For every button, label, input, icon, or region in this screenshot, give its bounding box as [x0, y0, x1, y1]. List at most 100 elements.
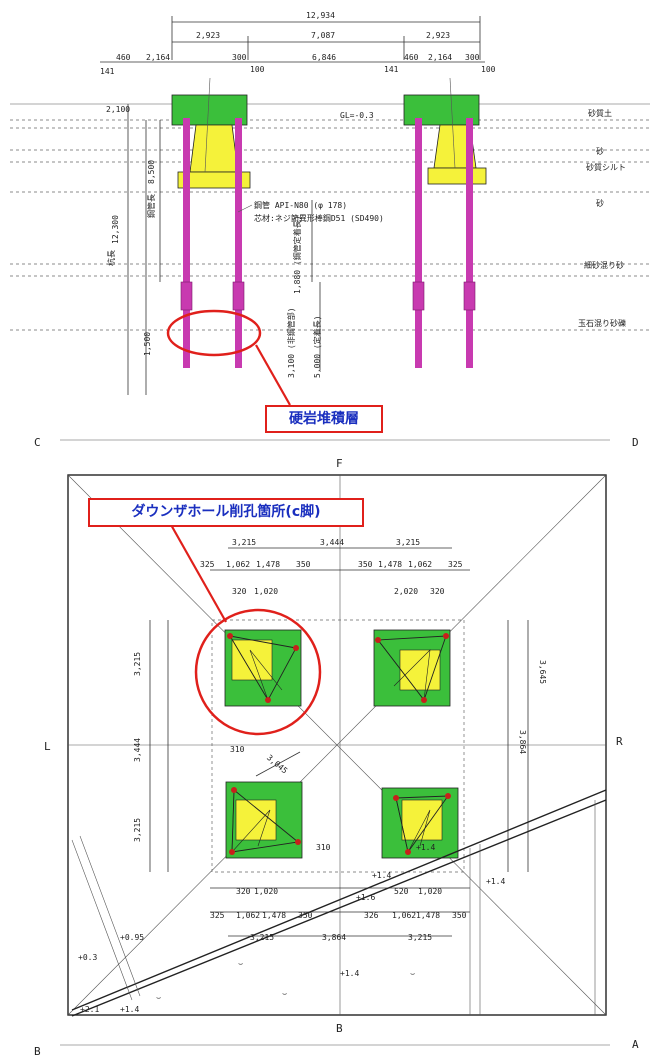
- callout-hard-rock-layer: 硬岩堆積層: [265, 405, 383, 433]
- label-pipe-length: 鋼管長: [146, 194, 156, 218]
- down-hole-leader: [169, 522, 227, 623]
- dim-100-right: 100: [481, 65, 496, 74]
- bottom-dim-2: 3,864: [322, 933, 346, 942]
- pile-segment-right-a: [412, 281, 425, 311]
- footing-plan-a: [381, 787, 459, 859]
- label-pile-length: 杭長: [106, 250, 116, 266]
- pile-segment-right-b: [463, 281, 476, 311]
- bottom-subdim-l-4: 350: [298, 911, 313, 920]
- hard-rock-highlight-ellipse: [166, 309, 262, 357]
- footing-plan-b: [225, 781, 303, 859]
- note-elev-6: +0.3: [78, 953, 97, 962]
- bottom-subdim-r-2: 1,062: [392, 911, 416, 920]
- plan-small-dim-2: 1,020: [254, 587, 278, 596]
- note-310-b: 310: [316, 843, 331, 852]
- corner-label-c: C: [34, 436, 41, 449]
- note-elev-9: +1.4: [416, 843, 435, 852]
- pile-segment-left-b: [232, 281, 245, 311]
- note-elev-8: +1.4: [120, 1005, 139, 1014]
- pedestal-base-right: [427, 167, 487, 185]
- diag-dim: 3,045: [265, 753, 289, 775]
- side-dim-5: 3,864: [518, 730, 527, 754]
- pile-left-a: [183, 118, 190, 368]
- corner-label-d: D: [632, 436, 639, 449]
- bottom-small-dim-1: 320: [236, 887, 251, 896]
- stratum-sandy-soil: 砂質土: [588, 108, 612, 118]
- side-dim-2: 3,444: [133, 738, 142, 762]
- axis-label-f: F: [336, 457, 343, 470]
- elevation-view: 12,934 2,923 7,087 2,923 141 460 2,164 3…: [10, 11, 650, 406]
- dim-6846: 6,846: [312, 53, 336, 62]
- note-elev-2: +1.6: [356, 893, 375, 902]
- bottom-subdim-l-3: 1,478: [262, 911, 286, 920]
- dim-right-span: 2,923: [426, 31, 450, 40]
- footing-plan-c: [224, 629, 302, 707]
- bottom-dim-3: 3,215: [408, 933, 432, 942]
- pedestal-left: [189, 124, 239, 173]
- plan-dim-top-2: 3,444: [320, 538, 344, 547]
- plan-dim-top-1: 3,215: [232, 538, 256, 547]
- dim-460-right: 460: [404, 53, 419, 62]
- dim-left-span: 2,923: [196, 31, 220, 40]
- callout-down-hole-location: ダウンザホール削孔箇所(c脚): [88, 498, 364, 527]
- dim-141-left: 141: [100, 67, 115, 76]
- dim-12300: 12,300: [111, 215, 120, 244]
- dim-non-pipe: 3,100 (非鋼管部): [286, 307, 296, 378]
- inner-dashed-square: [211, 619, 465, 873]
- axis-label-b-bottom: B: [336, 1022, 343, 1035]
- note-310-a: 310: [230, 745, 245, 754]
- note-elev-1: +1.4: [372, 871, 391, 880]
- bottom-subdim-l-2: 1,062: [236, 911, 260, 920]
- plan-subdim-r-4: 325: [448, 560, 463, 569]
- side-dim-4: 3,645: [538, 660, 547, 684]
- bottom-small-dim-4: 1,020: [418, 887, 442, 896]
- plan-subdim-r-3: 1,062: [408, 560, 432, 569]
- dim-overall: 12,934: [306, 11, 335, 20]
- pedestal-base-left: [177, 171, 251, 189]
- mark-symbol-1: ⌣: [238, 959, 243, 968]
- mark-symbol-3: ⌣: [156, 993, 161, 1002]
- bottom-subdim-r-4: 350: [452, 911, 467, 920]
- note-elev-5: +0.95: [120, 933, 144, 942]
- plan-small-dim-1: 320: [232, 587, 247, 596]
- dim-1500: 1,500: [143, 332, 152, 356]
- dim-100-left: 100: [250, 65, 265, 74]
- plan-subdim-l-4: 350: [296, 560, 311, 569]
- side-dim-3: 3,215: [133, 818, 142, 842]
- gl-label: GL=-0.3: [340, 111, 374, 120]
- note-elev-3: +1.4: [486, 877, 505, 886]
- pile-right-a: [415, 118, 422, 368]
- side-dim-1: 3,215: [133, 652, 142, 676]
- dim-141-right: 141: [384, 65, 399, 74]
- dim-center-span: 7,087: [311, 31, 335, 40]
- stratum-boulder-gravel: 玉石混り砂礫: [578, 318, 626, 328]
- corner-label-a: A: [632, 1038, 639, 1051]
- dim-8500: 8,500: [147, 160, 156, 184]
- dim-2164-left: 2,164: [146, 53, 170, 62]
- plan-small-dim-4: 320: [430, 587, 445, 596]
- bottom-dim-1: 3,215: [250, 933, 274, 942]
- stratum-fine-gravel-sand: 細砂混り砂: [584, 260, 624, 270]
- mark-symbol-2: ⌣: [282, 989, 287, 998]
- dim-anchor-length: 5,000 (定着長): [312, 315, 322, 378]
- plan-subdim-l-1: 325: [200, 560, 215, 569]
- plan-subdim-l-2: 1,062: [226, 560, 250, 569]
- pile-left-b: [235, 118, 242, 368]
- plan-subdim-r-1: 350: [358, 560, 373, 569]
- material-steel-pipe: 鋼管 API-N80 (φ 178): [254, 200, 347, 210]
- mark-symbol-4: ⌣: [410, 969, 415, 978]
- stratum-sand-2: 砂: [596, 198, 604, 208]
- hard-rock-leader: [255, 344, 291, 406]
- dim-300-left: 300: [232, 53, 247, 62]
- note-elev-4: +1.4: [340, 969, 359, 978]
- bottom-subdim-r-3: 1,478: [416, 911, 440, 920]
- bottom-subdim-r-1: 326: [364, 911, 379, 920]
- pile-segment-left-a: [180, 281, 193, 311]
- plan-dim-top-3: 3,215: [396, 538, 420, 547]
- dim-pile-anchor: 1,880 (鋼管定着長): [292, 215, 302, 294]
- plan-view: C D F B A B L R 3,215 3,444 3,215 325 1,…: [34, 436, 639, 1058]
- stratum-sand-1: 砂: [596, 146, 604, 156]
- material-core-bar: 芯材:ネジ節異形棒鋼D51 (SD490): [254, 213, 384, 223]
- plan-subdim-r-2: 1,478: [378, 560, 402, 569]
